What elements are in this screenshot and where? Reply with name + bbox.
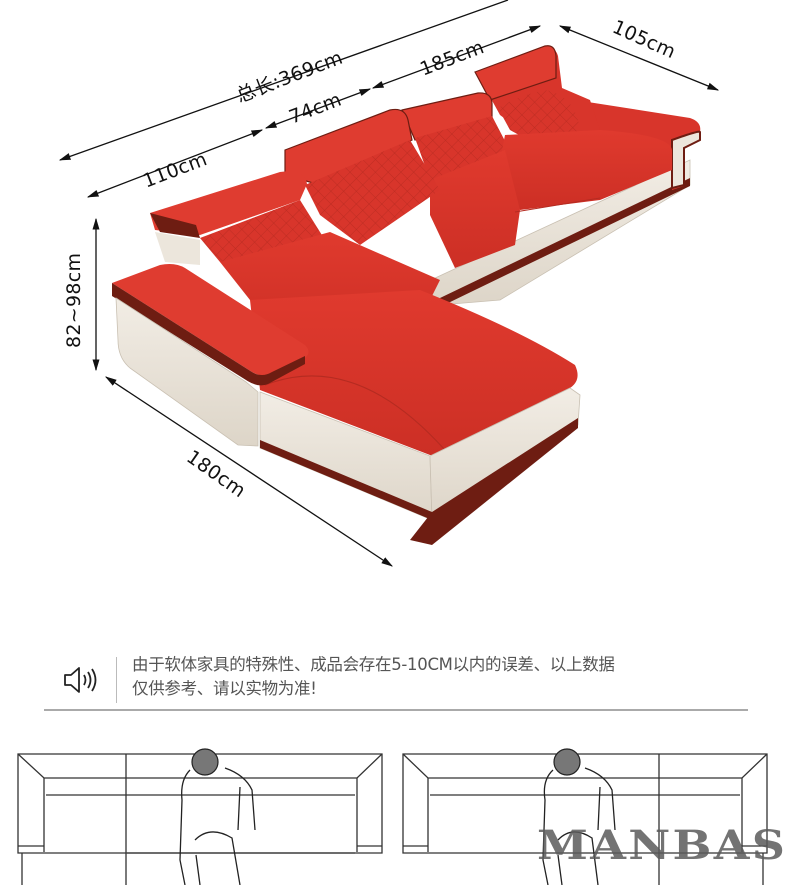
dimension-lines	[58, 0, 720, 567]
sofa-illustration	[58, 0, 720, 567]
sofa-right-section	[401, 45, 701, 306]
depth-line	[558, 25, 720, 91]
sofa-schematic-left	[17, 753, 383, 885]
section-divider	[44, 709, 748, 711]
notice-divider	[116, 657, 117, 703]
notice-text: 由于软体家具的特殊性、成品会存在5-10CM以内的误差、以上数据 仅供参考、请以…	[132, 653, 752, 701]
chaise-length-line	[105, 376, 393, 567]
person-standing-icon	[179, 748, 256, 885]
segment-right-line	[371, 25, 542, 89]
notice-line-2: 仅供参考、请以实物为准!	[132, 679, 317, 698]
sofa-left-section	[112, 108, 581, 545]
measurement-disclaimer: 由于软体家具的特殊性、成品会存在5-10CM以内的误差、以上数据 仅供参考、请以…	[40, 645, 752, 711]
height-label: 82~98cm	[63, 252, 85, 348]
notice-line-1: 由于软体家具的特殊性、成品会存在5-10CM以内的误差、以上数据	[132, 655, 615, 674]
segment-left-line	[86, 129, 264, 198]
speaker-icon	[64, 667, 97, 693]
brand-watermark: MANBAS	[537, 822, 788, 869]
segment-middle-line	[264, 88, 372, 129]
